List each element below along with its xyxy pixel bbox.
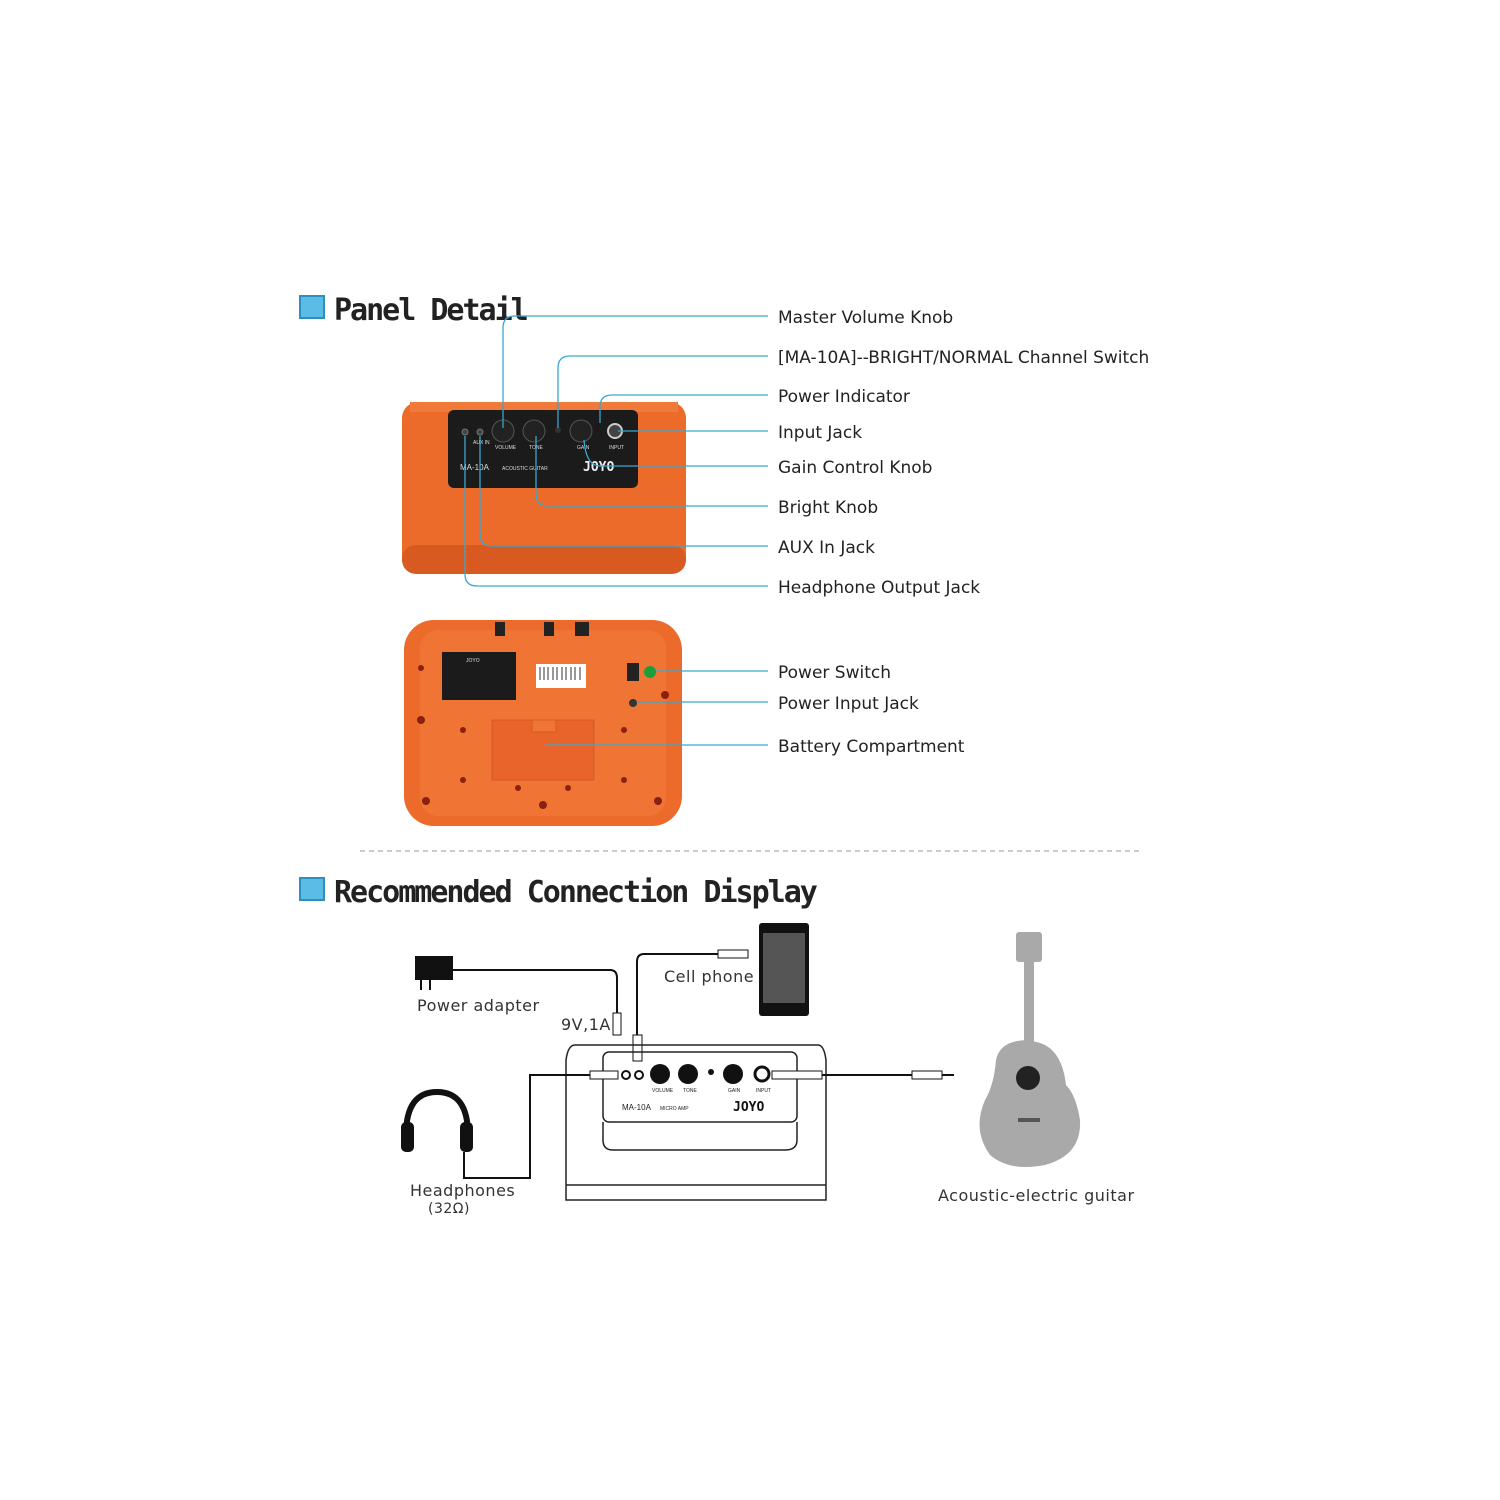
diagram-brand-logo: JOYO xyxy=(733,1100,764,1115)
back-label-brand: JOYO xyxy=(466,658,480,664)
headphones-spec-label: (32Ω) xyxy=(428,1201,470,1217)
power-spec-label: 9V,1A xyxy=(561,1015,611,1034)
connection-diagram: Power adapter 9V,1A Cell phone VOLUME xyxy=(401,923,1135,1217)
diagram-model-sub: MICRO AMP xyxy=(660,1106,689,1112)
callout-power-indicator: Power Indicator xyxy=(778,387,910,407)
callout-gain-knob: Gain Control Knob xyxy=(778,458,932,478)
back-callouts: Power Switch Power Input Jack Battery Co… xyxy=(778,663,965,757)
amp-back-image: JOYO xyxy=(404,620,682,826)
callout-aux-in: AUX In Jack xyxy=(778,538,875,558)
guitar-cable xyxy=(771,1070,954,1080)
heading-square-icon xyxy=(300,878,324,900)
back-leader-lines xyxy=(545,670,768,746)
front-callouts: Master Volume Knob [MA-10A]--BRIGHT/NORM… xyxy=(778,308,1149,598)
callout-bright-knob: Bright Knob xyxy=(778,498,878,518)
aux-label: AUX IN xyxy=(473,440,490,446)
diagram-input-label: INPUT xyxy=(756,1088,771,1094)
heading-square-border xyxy=(299,877,325,901)
headphones-label: Headphones xyxy=(410,1181,515,1200)
model-label: MA-10A xyxy=(460,463,490,472)
diagram-volume-label: VOLUME xyxy=(652,1088,674,1094)
power-adapter-label: Power adapter xyxy=(417,996,540,1015)
section-title: Recommended Connection Display xyxy=(334,875,818,910)
acoustic-guitar-icon xyxy=(979,932,1081,1168)
guitar-label: Acoustic-electric guitar xyxy=(938,1186,1135,1205)
amp-outline-diagram xyxy=(565,1044,827,1201)
panel-detail-heading: Panel Detail xyxy=(299,293,530,328)
power-adapter-icon xyxy=(415,956,622,1036)
callout-headphone-out: Headphone Output Jack xyxy=(778,578,980,598)
callout-power-input: Power Input Jack xyxy=(778,694,919,714)
volume-label: VOLUME xyxy=(495,445,517,451)
diagram-gain-label: GAIN xyxy=(728,1088,741,1094)
cell-phone-icon xyxy=(632,923,809,1062)
connection-heading: Recommended Connection Display xyxy=(299,875,820,910)
brand-logo: JOYO xyxy=(583,460,614,475)
front-leader-lines xyxy=(464,315,768,587)
gain-label: GAIN xyxy=(577,445,590,451)
callout-master-volume: Master Volume Knob xyxy=(778,308,953,328)
section-title: Panel Detail xyxy=(334,293,528,328)
cell-phone-label: Cell phone xyxy=(664,967,754,986)
amp-outline-controls: VOLUME TONE GAIN INPUT MA-10A MICRO AMP … xyxy=(621,1064,771,1115)
callout-channel-switch: [MA-10A]--BRIGHT/NORMAL Channel Switch xyxy=(778,348,1149,368)
callout-input-jack: Input Jack xyxy=(778,423,862,443)
callout-battery: Battery Compartment xyxy=(778,737,965,757)
heading-square-icon xyxy=(300,296,324,318)
callout-power-switch: Power Switch xyxy=(778,663,891,683)
headphones-icon xyxy=(401,1070,619,1179)
input-label: INPUT xyxy=(609,445,624,451)
model-sub-label: ACOUSTIC GUITAR xyxy=(502,466,548,472)
diagram-tone-label: TONE xyxy=(683,1088,697,1094)
diagram-model-label: MA-10A xyxy=(622,1103,652,1112)
heading-square-border xyxy=(299,295,325,319)
amp-front-image: VOLUME TONE GAIN INPUT AUX IN MA-10A ACO… xyxy=(402,402,686,574)
